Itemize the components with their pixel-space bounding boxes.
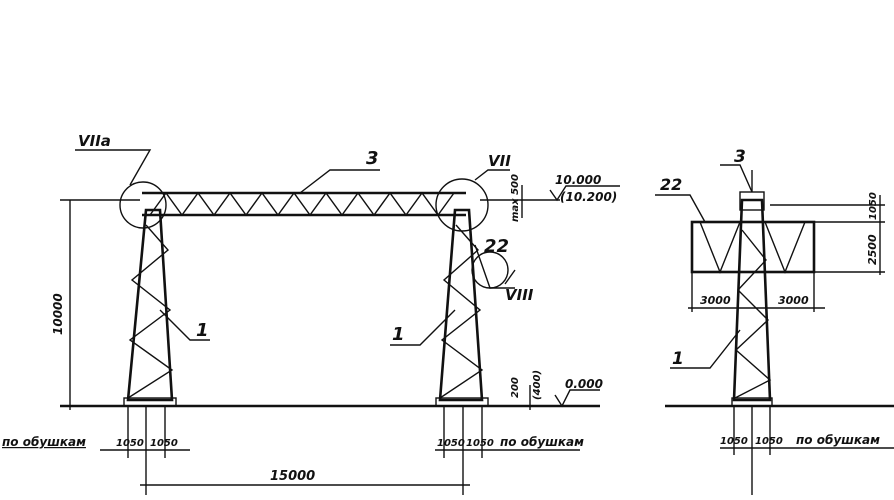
beam-3-label: 3 [366,148,379,169]
side-left-dimension: 3000 [700,294,731,307]
leg-left-a: 1050 [116,438,144,449]
leg-right-a: 1050 [437,438,465,449]
leg-left-b: 1050 [150,438,178,449]
node-7-circle [435,178,489,232]
note-side: по обушкам [796,433,880,447]
side-leg-b: 1050 [755,436,783,447]
node-8-label: VIII [505,286,534,304]
right-column [435,208,489,407]
node-7a-label: VIIa [78,132,111,150]
span-dimension: 15000 [270,469,315,484]
part-22-label: 22 [484,236,509,257]
side-view [655,164,894,495]
top-elevation-alt: (10.200) [560,190,617,204]
note-right: по обушкам [500,435,584,449]
column-1-right-label: 1 [392,324,405,345]
left-column [123,208,177,407]
side-leg-a: 1050 [720,436,748,447]
truss-beam [142,191,466,217]
beam-depth-dimension: max 500 [510,174,521,222]
node-7-label: VII [488,152,511,170]
top-elevation: 10.000 [555,173,601,187]
note-left: по обушкам [2,435,86,449]
side-column-1-label: 1 [672,349,684,369]
side-22-label: 22 [660,175,682,194]
node-8-circle [471,251,509,289]
leg-right-b: 1050 [466,438,494,449]
base-offset-alt: (400) [532,370,543,400]
node-7a-circle [119,181,167,229]
base-offset-dimension: 200 [510,377,521,398]
ground-elevation: 0.000 [565,377,603,391]
side-top-dimension: 1050 [868,192,879,220]
side-beam-3-label: 3 [734,147,746,167]
side-truss-height: 2500 [866,234,879,265]
height-dimension: 10000 [51,293,65,335]
column-1-left-label: 1 [196,320,209,341]
side-right-dimension: 3000 [778,294,809,307]
